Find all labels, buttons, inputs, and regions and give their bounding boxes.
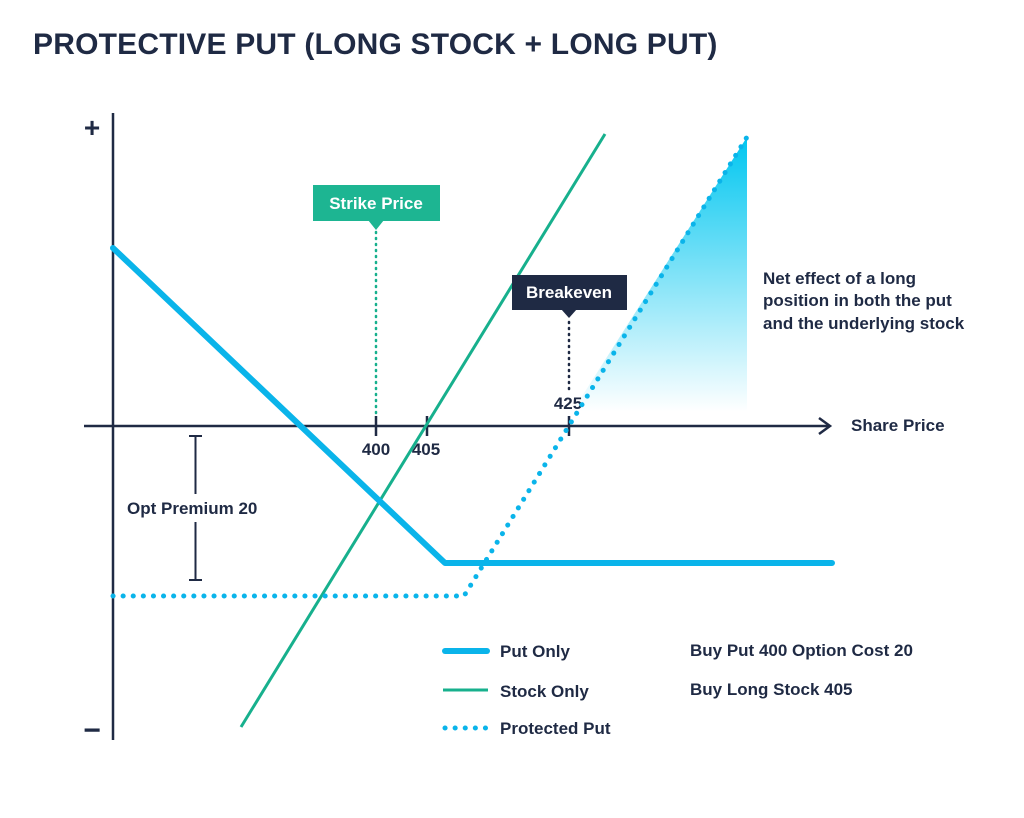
stock-only-line	[239, 133, 607, 728]
net-effect-line-1: Net effect of a long	[763, 269, 916, 288]
x-axis-label: Share Price	[851, 416, 945, 435]
net-effect-line-3: and the underlying stock	[763, 314, 965, 333]
net-effect-line-2: position in both the put	[763, 291, 952, 310]
tick-label-400: 400	[362, 440, 390, 459]
put-only-line	[110, 245, 835, 566]
premium-label: Opt Premium 20	[127, 499, 257, 518]
page-title: PROTECTIVE PUT (LONG STOCK + LONG PUT)	[33, 28, 718, 61]
legend-protected-put-label: Protected Put	[500, 719, 611, 738]
breakeven-label: Breakeven	[526, 283, 612, 302]
x-axis-arrow	[818, 416, 833, 436]
tick-label-405: 405	[412, 440, 440, 459]
legend-put-only-label: Put Only	[500, 642, 570, 661]
net-effect-annotation: Net effect of a long position in both th…	[763, 269, 965, 333]
breakeven-callout: Breakeven	[512, 275, 627, 318]
strike-price-label: Strike Price	[329, 194, 423, 213]
y-axis-minus-label: −	[83, 714, 101, 747]
legend-stock-only-label: Stock Only	[500, 682, 589, 701]
trade-info-stock: Buy Long Stock 405	[690, 680, 852, 699]
tick-label-425: 425	[554, 394, 582, 413]
legend: Put Only Stock Only Protected Put	[442, 642, 611, 738]
strike-price-callout: Strike Price	[313, 185, 440, 230]
protected-put-line	[110, 134, 750, 599]
y-axis-plus-label: +	[84, 112, 100, 143]
trade-info-put: Buy Put 400 Option Cost 20	[690, 641, 913, 660]
trade-info: Buy Put 400 Option Cost 20 Buy Long Stoc…	[690, 641, 913, 699]
